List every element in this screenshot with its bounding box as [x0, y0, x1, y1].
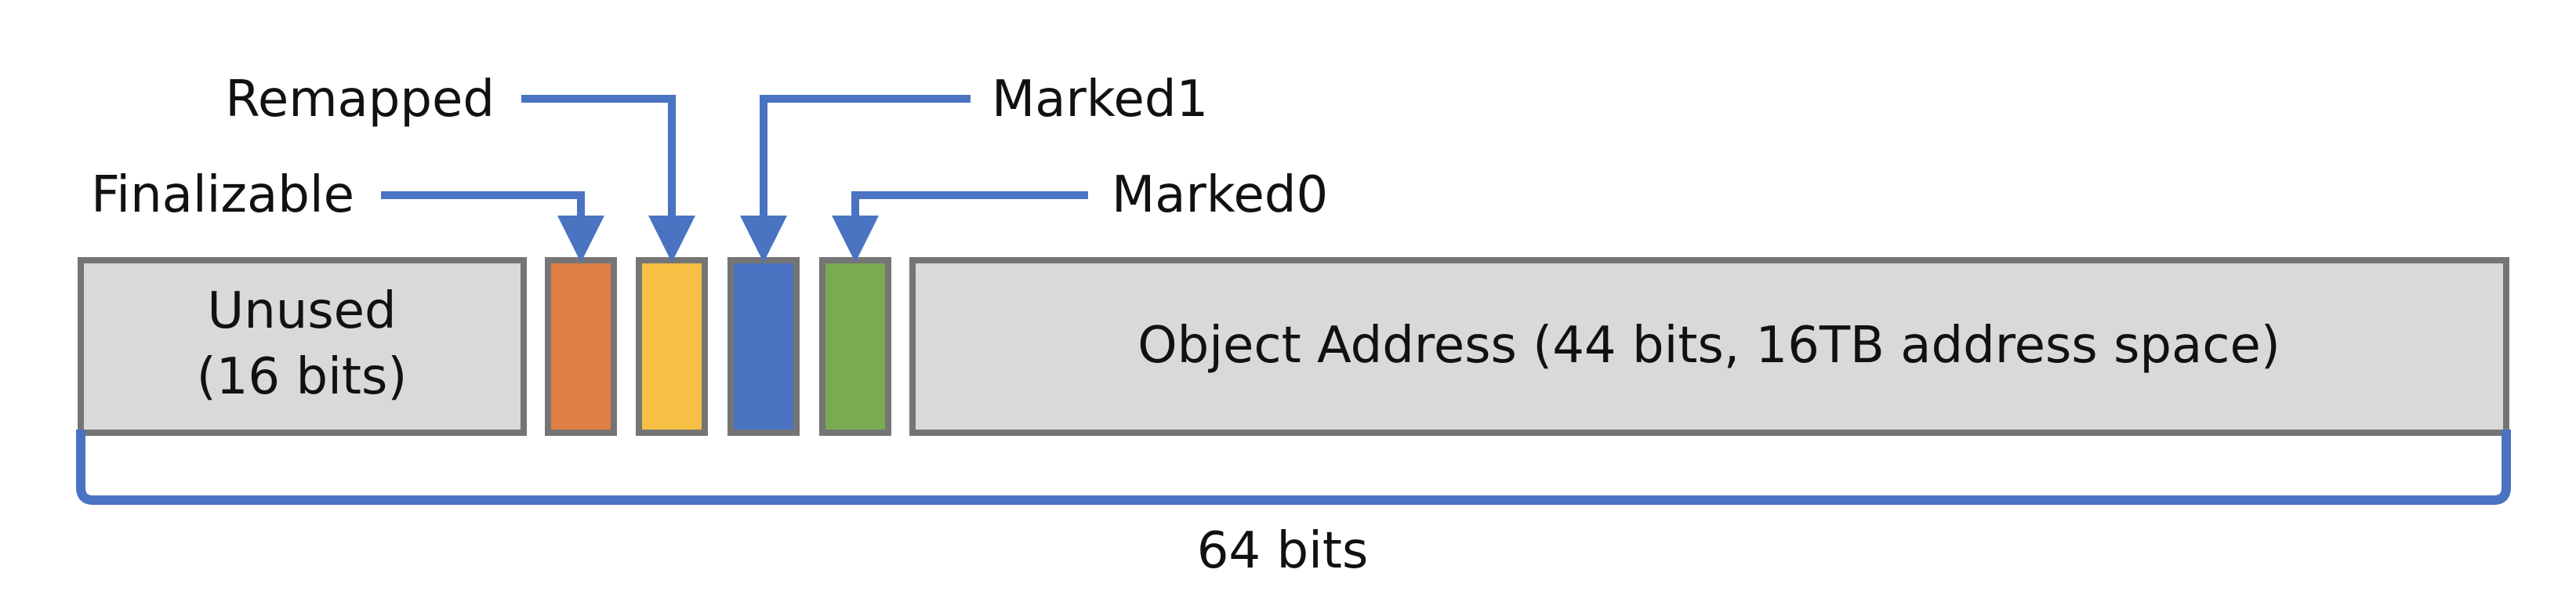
- finalizable-bit: [545, 257, 617, 436]
- marked1-bit: [727, 257, 800, 436]
- marked1-arrow: [740, 95, 971, 263]
- unused-label-line2: (16 bits): [197, 348, 408, 406]
- marked0-arrow: [832, 191, 1088, 263]
- remapped-label: Remapped: [225, 71, 495, 129]
- marked1-label: Marked1: [992, 71, 1208, 129]
- total-width-bracket: [76, 430, 2511, 505]
- finalizable-label: Finalizable: [91, 166, 354, 224]
- finalizable-arrow: [381, 191, 604, 263]
- unused-segment: Unused (16 bits): [78, 257, 527, 436]
- unused-label-line1: Unused: [207, 282, 396, 340]
- object-address-label: Object Address (44 bits, 16TB address sp…: [1137, 317, 2280, 375]
- unused-box: [78, 257, 527, 436]
- object-address-box: [909, 257, 2509, 436]
- remapped-arrow: [521, 95, 695, 263]
- total-bits-label: 64 bits: [1197, 522, 1369, 580]
- marked0-label: Marked0: [1112, 166, 1328, 224]
- remapped-bit: [636, 257, 708, 436]
- marked0-bit: [819, 257, 891, 436]
- object-address-segment: Object Address (44 bits, 16TB address sp…: [909, 257, 2509, 436]
